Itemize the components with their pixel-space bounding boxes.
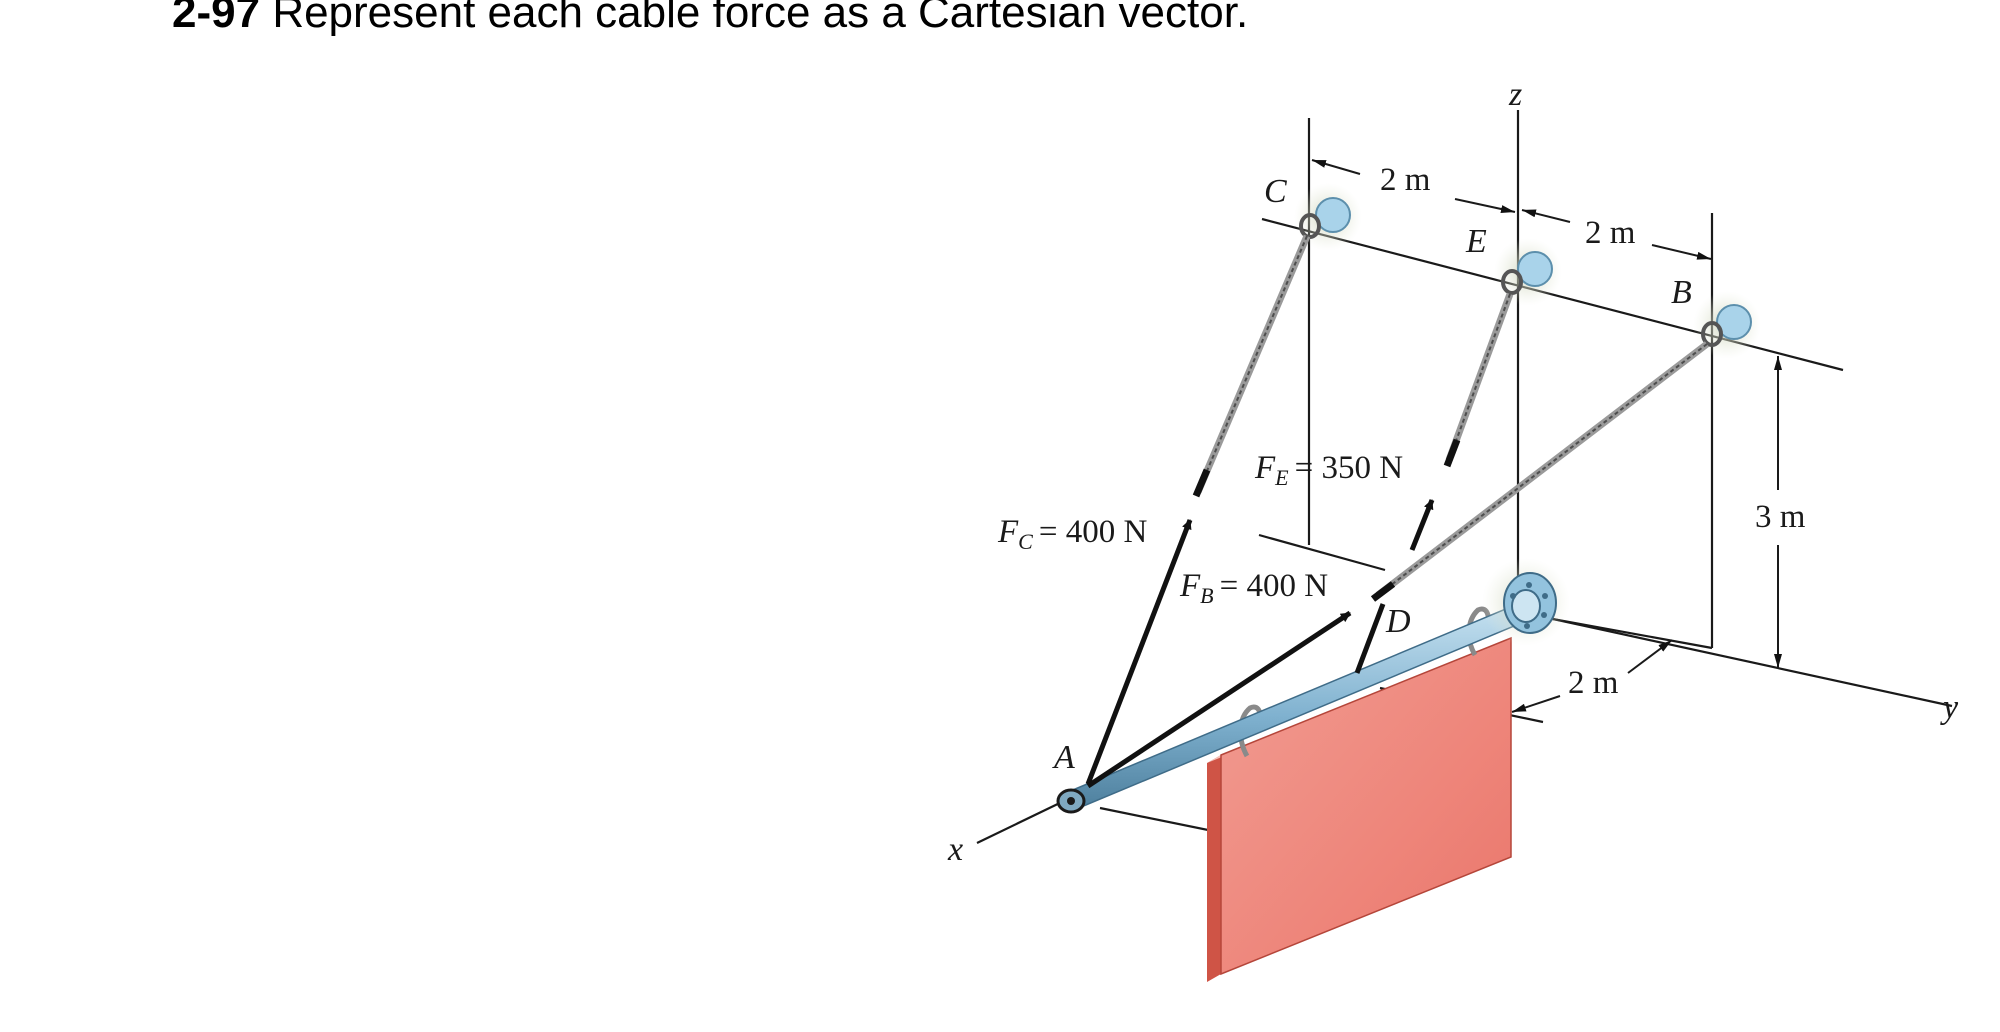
label-point-d: D	[1385, 603, 1411, 640]
point-labels: C E B D A	[1052, 173, 1692, 776]
cable-c-end	[1192, 468, 1211, 498]
cable-b-end	[1370, 581, 1396, 602]
cable-c-core	[1197, 235, 1308, 493]
y-axis	[1529, 612, 1953, 708]
dim-y-arrow-left	[1511, 695, 1561, 713]
flange-bolt	[1524, 623, 1530, 629]
dim-height-label: 3 m	[1755, 499, 1806, 535]
anchor-b-eye	[1701, 321, 1723, 347]
sign-board	[1207, 606, 1512, 982]
anchor-c-eye	[1299, 213, 1321, 239]
force-labels: FC= 400 N FE= 350 N FB= 400 N	[997, 450, 1403, 608]
sign-side	[1207, 755, 1221, 982]
flange-bolt	[1526, 582, 1532, 588]
force-label-fc: FC= 400 N	[997, 514, 1147, 554]
dim-eb-arrow-left	[1521, 209, 1571, 223]
force-label-fb: FB= 400 N	[1179, 568, 1328, 608]
dim-ce-label: 2 m	[1380, 162, 1431, 198]
anchor-c	[1294, 183, 1362, 251]
cable-c	[1194, 234, 1311, 494]
anchor-c-plate	[1315, 197, 1351, 233]
wall-flange	[1482, 558, 1570, 646]
problem-text: Represent each cable force as a Cartesia…	[272, 0, 1249, 37]
x-axis	[976, 799, 1067, 844]
flange-bolt	[1542, 593, 1548, 599]
label-point-c: C	[1264, 173, 1287, 210]
force-vector-fb	[1086, 610, 1352, 789]
anchor-e	[1494, 238, 1562, 306]
flange-bolt	[1541, 612, 1547, 618]
force-vector-fe-tail	[1354, 603, 1386, 674]
sign-face	[1220, 636, 1512, 976]
anchor-e-eye	[1501, 269, 1523, 295]
rod-end-a-hole	[1067, 797, 1075, 805]
y-axis-label: y	[1940, 689, 1959, 726]
force-label-fe: FE= 350 N	[1254, 450, 1403, 490]
anchor-b	[1693, 291, 1761, 359]
force-vector-fc	[1085, 519, 1193, 785]
problem-statement: 2-97 Represent each cable force as a Car…	[172, 0, 1248, 40]
flange-bolt	[1510, 593, 1516, 599]
label-point-e: E	[1465, 223, 1487, 260]
cable-e-core	[1448, 293, 1511, 461]
force-vector-fe-head	[1409, 499, 1435, 551]
anchor-e-plate	[1517, 251, 1553, 287]
force-vectors	[1085, 499, 1435, 789]
dim-y-label: 2 m	[1568, 665, 1619, 701]
cable-e-end	[1443, 438, 1461, 468]
problem-number: 2-97	[172, 0, 261, 37]
dim-eb-arrow-right	[1651, 244, 1712, 260]
flange-hub	[1511, 589, 1541, 623]
dim-eb-label: 2 m	[1585, 215, 1636, 251]
label-point-a: A	[1052, 739, 1075, 776]
dim-ce-arrow-right	[1454, 198, 1516, 213]
cables	[1192, 234, 1710, 602]
cable-b-core	[1377, 343, 1708, 596]
z-axis-label: z	[1508, 76, 1522, 113]
dim-ce-arrow-left	[1311, 159, 1361, 175]
x-axis-label: x	[947, 831, 963, 868]
label-point-b: B	[1671, 274, 1692, 311]
anchor-b-plate	[1716, 304, 1752, 340]
d-ground-line	[1258, 533, 1386, 572]
dim-y-arrow-right	[1627, 639, 1673, 674]
